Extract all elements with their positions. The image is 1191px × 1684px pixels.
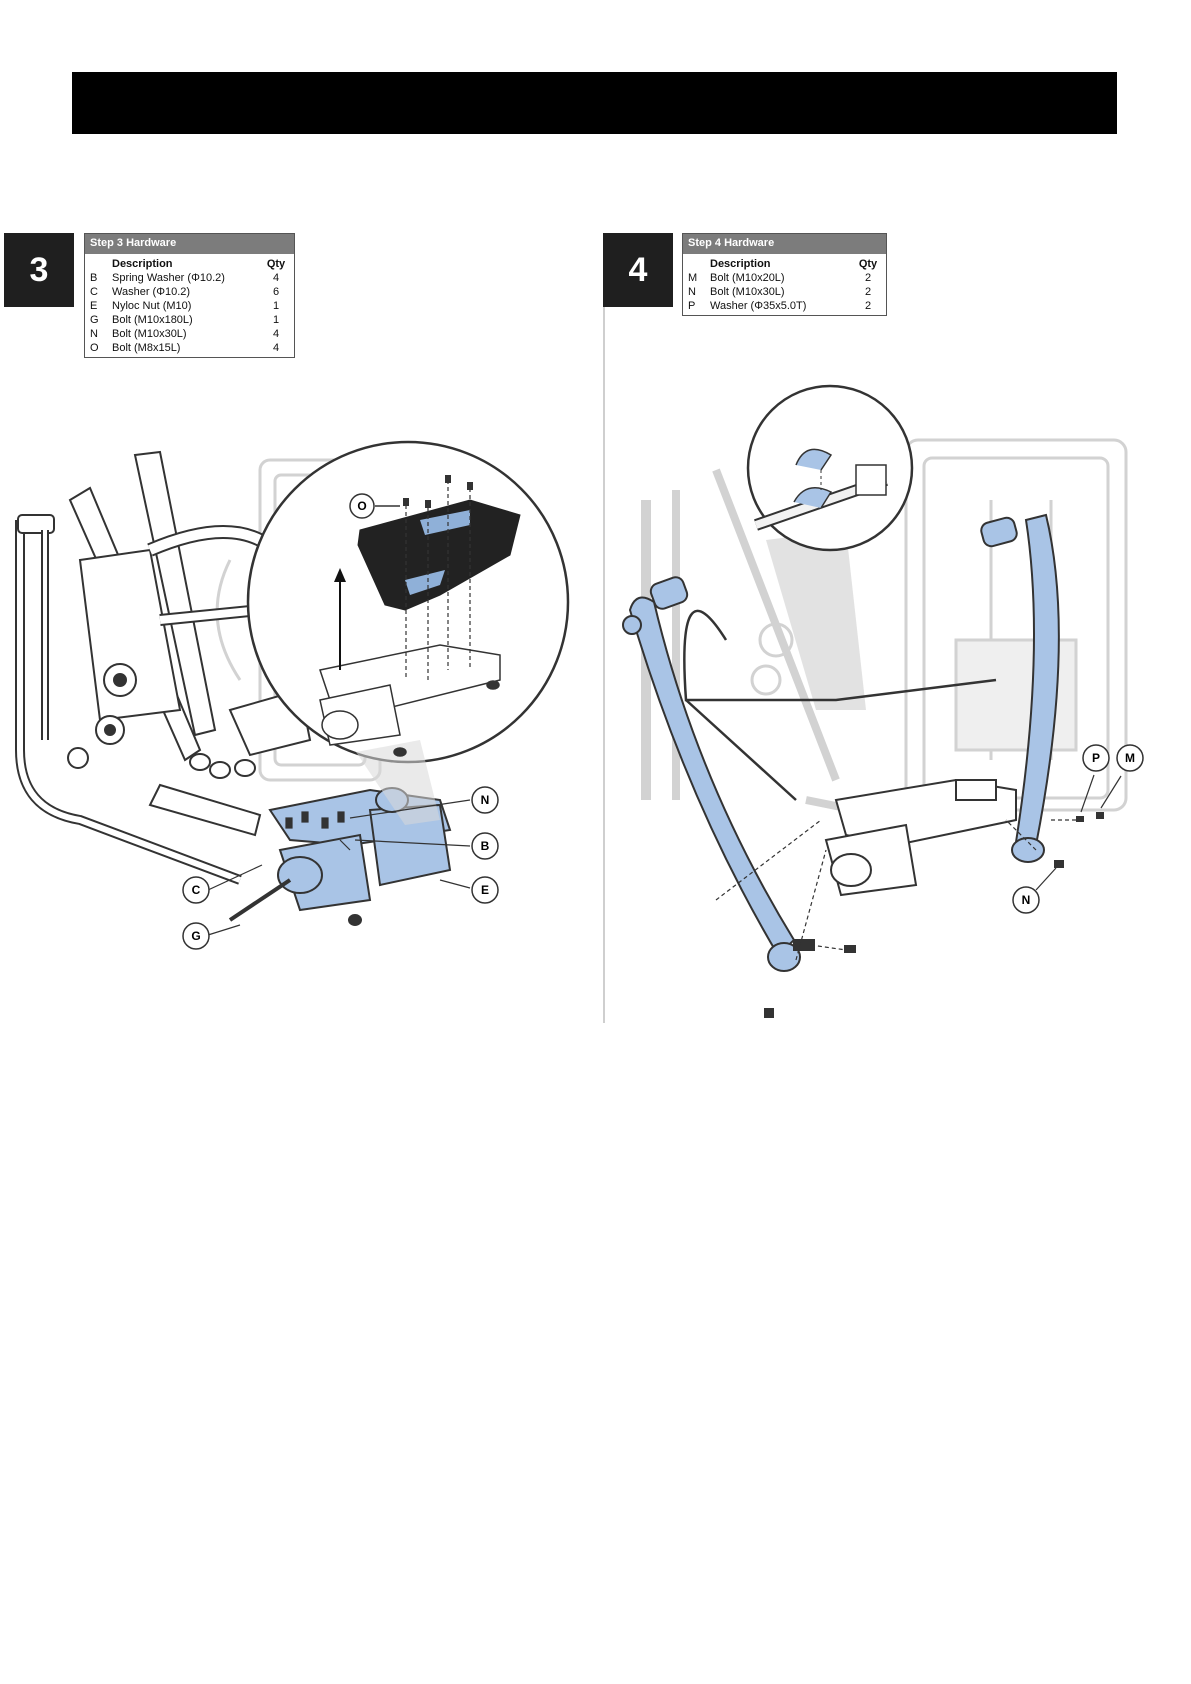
svg-text:E: E [481, 883, 489, 897]
table-row: O Bolt (M8x15L) 4 [85, 341, 294, 355]
header-bar [72, 72, 1117, 134]
table-row: M Bolt (M10x20L) 2 [683, 271, 886, 285]
step-4-assembly-diagram: P M N [606, 380, 1191, 1030]
svg-text:P: P [1092, 751, 1100, 765]
table-row: N Bolt (M10x30L) 2 [683, 285, 886, 299]
qty-header: Qty [263, 257, 289, 271]
description-header: Description [112, 257, 263, 271]
step-4-table-body: M Bolt (M10x20L) 2 N Bolt (M10x30L) 2 P … [683, 271, 886, 315]
step-4-table-header: Description Qty [683, 257, 886, 271]
description-header: Description [710, 257, 855, 271]
callout-o-label: O [357, 499, 366, 513]
svg-text:C: C [192, 883, 201, 897]
table-row: E Nyloc Nut (M10) 1 [85, 299, 294, 313]
zoom-detail-step-4 [748, 386, 912, 710]
step-3-table-body: B Spring Washer (Φ10.2) 4 C Washer (Φ10.… [85, 271, 294, 357]
step-3-assembly-diagram: O N B E C G [0, 380, 600, 1020]
hardware-step-4 [764, 812, 1104, 1018]
svg-text:G: G [191, 929, 200, 943]
svg-text:M: M [1125, 751, 1135, 765]
step-3-table-header: Description Qty [85, 257, 294, 271]
qty-header: Qty [855, 257, 881, 271]
step-3-hardware-title: Step 3 Hardware [85, 234, 294, 254]
seat-base-step-4 [826, 780, 1016, 895]
step-4-badge: 4 [603, 233, 673, 307]
step-3-hardware-table: Step 3 Hardware Description Qty B Spring… [84, 233, 295, 358]
zoom-detail-step-3: O [248, 442, 568, 825]
svg-text:B: B [481, 839, 490, 853]
table-row: P Washer (Φ35x5.0T) 2 [683, 299, 886, 313]
table-row: B Spring Washer (Φ10.2) 4 [85, 271, 294, 285]
step-3-badge: 3 [4, 233, 74, 307]
step-divider [603, 233, 605, 1023]
table-row: N Bolt (M10x30L) 4 [85, 327, 294, 341]
svg-text:N: N [1022, 893, 1031, 907]
left-arm-highlight [623, 575, 814, 971]
table-row: G Bolt (M10x180L) 1 [85, 313, 294, 327]
step-4-hardware-table: Step 4 Hardware Description Qty M Bolt (… [682, 233, 887, 316]
svg-text:N: N [481, 793, 490, 807]
table-row: C Washer (Φ10.2) 6 [85, 285, 294, 299]
step-4-hardware-title: Step 4 Hardware [683, 234, 886, 254]
